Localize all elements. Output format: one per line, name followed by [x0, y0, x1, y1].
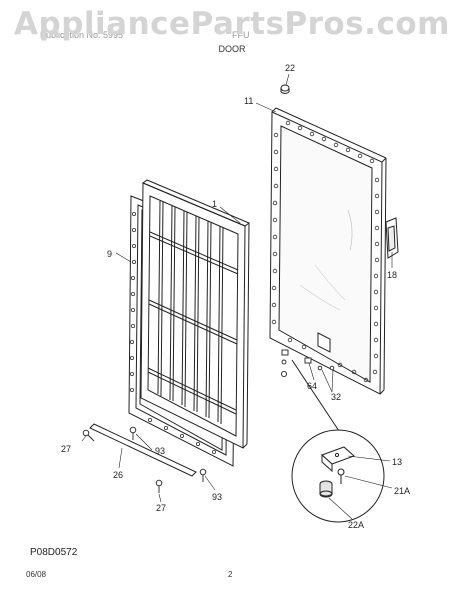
figure-code: P08D0572	[30, 547, 78, 558]
outer-door-shell	[269, 107, 387, 395]
label-part-64: 64	[307, 381, 317, 391]
leader-lines	[81, 73, 393, 520]
door-liner	[140, 179, 250, 449]
shell-screw-holes	[271, 120, 380, 383]
publication-header: Publication No: 5995	[40, 30, 124, 40]
door-handle	[385, 217, 399, 259]
label-part-27-bottom: 27	[156, 503, 166, 513]
screw-icon	[82, 426, 207, 493]
hinge-cap	[280, 84, 290, 94]
label-part-26: 26	[113, 470, 123, 480]
detail-callout	[291, 359, 385, 523]
footer-page-number: 2	[228, 570, 233, 579]
footer-date: 06/08	[26, 570, 47, 579]
watermark-logo: AppliancePartsPros.com	[14, 6, 450, 42]
label-part-21a: 21A	[394, 486, 410, 496]
label-part-27-left: 27	[61, 444, 71, 454]
label-part-13: 13	[392, 457, 402, 467]
label-part-9: 9	[107, 249, 112, 259]
label-part-22: 22	[285, 63, 295, 73]
label-part-32: 32	[331, 392, 341, 402]
bottom-trim-strip	[89, 423, 197, 477]
label-part-1: 1	[212, 199, 217, 209]
section-title: DOOR	[218, 44, 246, 54]
model-header: FFU	[232, 30, 250, 40]
hinge-hardware	[280, 349, 335, 378]
label-part-18: 18	[387, 270, 397, 280]
label-part-22a: 22A	[348, 520, 364, 530]
label-part-11: 11	[244, 96, 253, 106]
label-part-93-upper: 93	[155, 446, 165, 456]
part-number-labels: 22 11 1 9 18 64 32 27 93 26 93 27 13 21A…	[61, 63, 410, 530]
label-part-93-lower: 93	[212, 492, 222, 502]
